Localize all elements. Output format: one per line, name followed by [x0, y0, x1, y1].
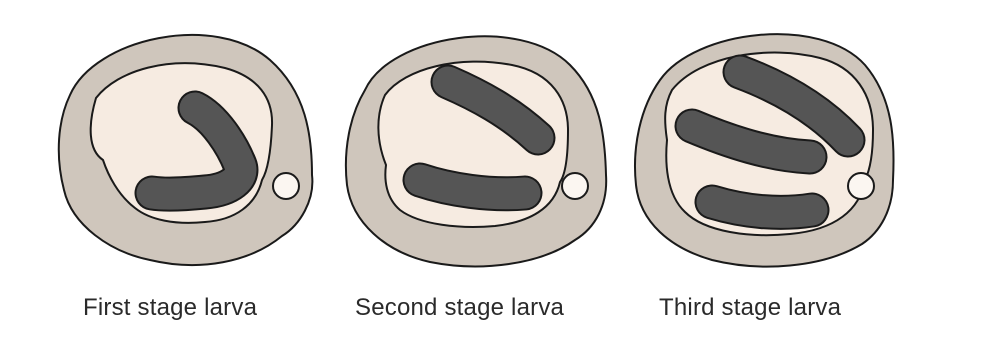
second-stage-caption: Second stage larva — [355, 294, 564, 322]
cyst-nucleus — [273, 173, 299, 199]
larva-worm — [712, 202, 812, 212]
cyst-nucleus — [848, 173, 874, 199]
larva-worm — [420, 180, 525, 194]
third-stage-caption: Third stage larva — [659, 294, 841, 322]
first-stage-cyst — [59, 35, 313, 265]
first-stage-caption: First stage larva — [83, 294, 257, 322]
third-stage-cyst — [635, 34, 894, 266]
second-stage-cyst — [346, 36, 606, 266]
cyst-nucleus — [562, 173, 588, 199]
